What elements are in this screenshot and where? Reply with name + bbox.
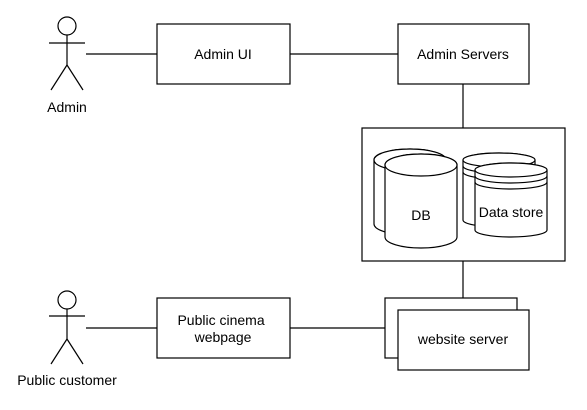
admin-actor-label: Admin — [47, 99, 87, 115]
website-server-label: website server — [417, 331, 509, 347]
public-webpage-box: Public cinema webpage — [156, 297, 291, 359]
data-store-label: Data store — [479, 204, 544, 220]
website-server-box: website server — [384, 297, 530, 371]
public-webpage-label-line1: Public cinema — [177, 312, 264, 328]
public-webpage-label: Public cinema webpage — [177, 312, 268, 345]
admin-actor-icon — [49, 16, 85, 91]
admin-ui-box: Admin UI — [156, 23, 291, 85]
public-customer-actor-label: Public customer — [17, 372, 117, 388]
public-webpage-label-line2: webpage — [194, 329, 252, 345]
public-customer-actor-icon — [49, 290, 85, 365]
admin-servers-box: Admin Servers — [397, 23, 530, 85]
data-store-cylinder-icon — [462, 152, 548, 238]
db-label: DB — [411, 207, 430, 223]
db-cylinder-icon — [373, 148, 458, 249]
public-customer-actor: Public customer — [17, 290, 117, 388]
admin-actor: Admin — [47, 16, 87, 115]
website-server-front-box — [397, 309, 530, 371]
connectors — [86, 53, 464, 329]
storage-container: DB Data store — [361, 127, 566, 262]
admin-servers-label: Admin Servers — [417, 46, 509, 62]
admin-ui-label: Admin UI — [194, 46, 252, 62]
